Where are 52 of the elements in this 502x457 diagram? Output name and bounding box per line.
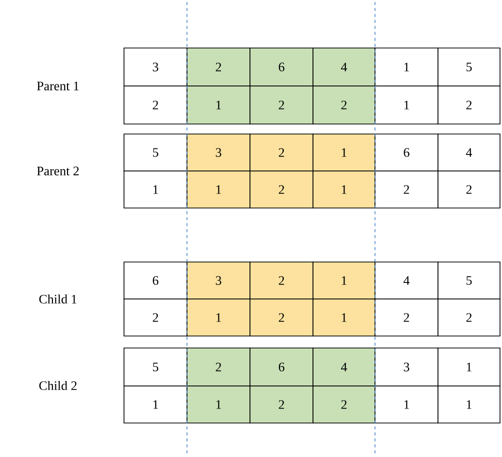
table-cell: 5: [438, 262, 500, 300]
table-cell: 2: [250, 170, 314, 208]
table-cell: 5: [438, 48, 500, 86]
row-label: Child 2: [39, 380, 77, 390]
table-cell: 2: [124, 86, 188, 124]
table-cell: 4: [312, 348, 376, 386]
table-cell: 1: [124, 170, 188, 208]
table-cell: 2: [186, 348, 250, 386]
table-cell: 1: [186, 86, 250, 124]
table-cell: 6: [250, 48, 314, 86]
table-cell: 2: [250, 386, 314, 424]
table-cell: 1: [438, 348, 500, 386]
table-cell: 2: [312, 86, 376, 124]
table-cell: 2: [250, 262, 314, 300]
table-cell: 1: [186, 298, 250, 336]
table-cell: 1: [124, 386, 188, 424]
table-cell: 1: [312, 170, 376, 208]
table-cell: 4: [312, 48, 376, 86]
table-cell: 1: [374, 86, 438, 124]
table-cell: 4: [438, 134, 500, 172]
table-cell: 2: [438, 86, 500, 124]
table-cell: 3: [186, 134, 250, 172]
table-cell: 6: [374, 134, 438, 172]
table-cell: 2: [438, 170, 500, 208]
row-label: Parent 2: [36, 166, 79, 176]
table-cell: 2: [438, 298, 500, 336]
table-cell: 1: [312, 134, 376, 172]
table-cell: 1: [374, 386, 438, 424]
table-cell: 1: [374, 48, 438, 86]
table-cell: 6: [250, 348, 314, 386]
table-cell: 1: [312, 262, 376, 300]
table-cell: 2: [374, 298, 438, 336]
table-cell: 2: [250, 298, 314, 336]
table-cell: 2: [186, 48, 250, 86]
table-cell: 1: [312, 298, 376, 336]
table-cell: 2: [124, 298, 188, 336]
table-cell: 5: [124, 348, 188, 386]
table-cell: 4: [374, 262, 438, 300]
table-cell: 2: [312, 386, 376, 424]
table-cell: 1: [186, 170, 250, 208]
table-cell: 3: [124, 48, 188, 86]
table-cell: 3: [186, 262, 250, 300]
table-cell: 2: [250, 86, 314, 124]
row-label: Parent 1: [36, 82, 79, 90]
table-cell: 1: [186, 386, 250, 424]
table-cell: 5: [124, 134, 188, 172]
table-cell: 1: [438, 386, 500, 424]
table-cell: 6: [124, 262, 188, 300]
table-cell: 3: [374, 348, 438, 386]
table-cell: 2: [250, 134, 314, 172]
table-cell: 2: [374, 170, 438, 208]
row-label: Child 1: [39, 294, 76, 304]
